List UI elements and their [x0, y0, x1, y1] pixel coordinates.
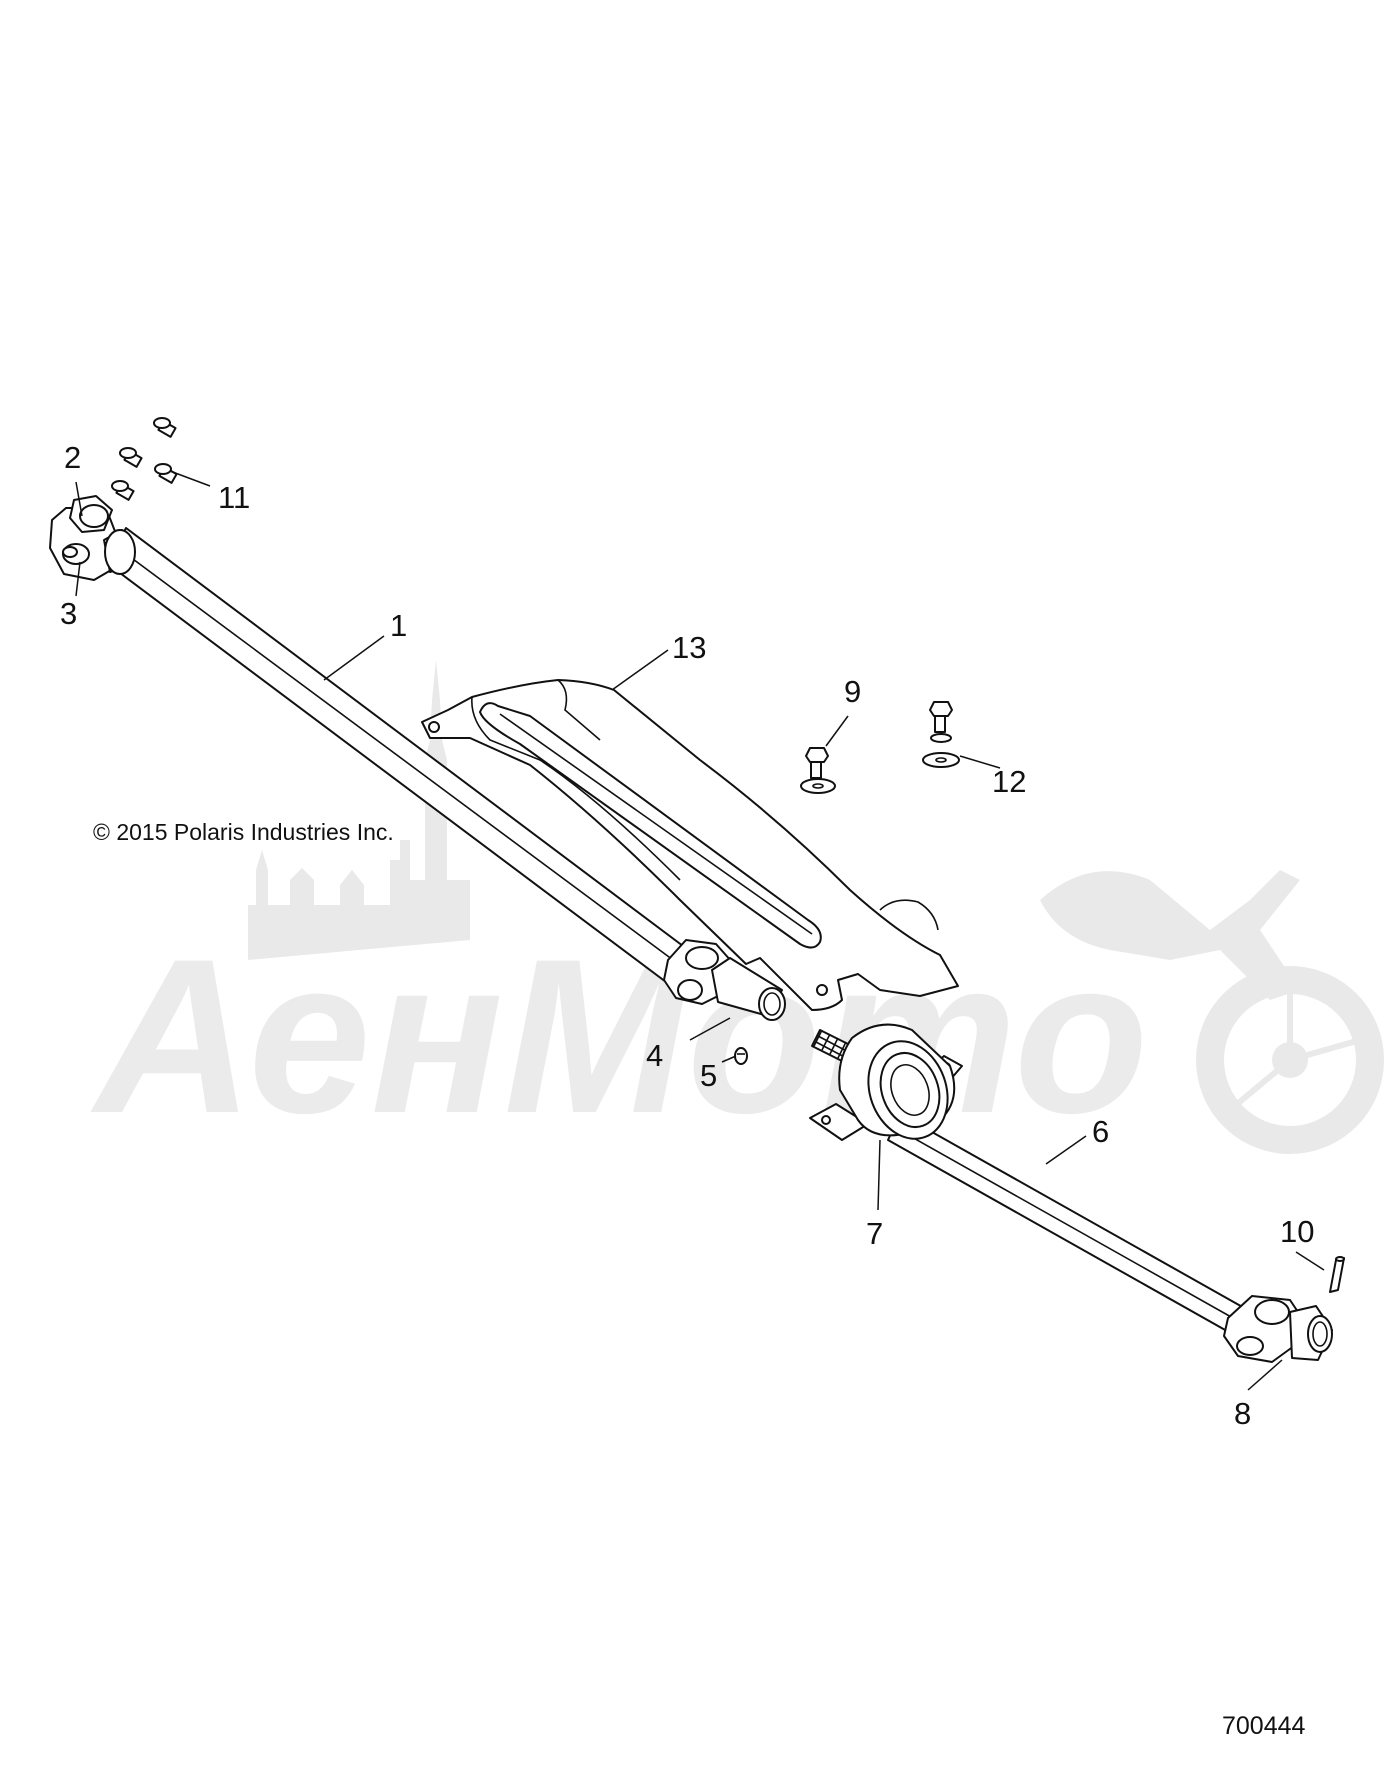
callout-10: 10 [1280, 1214, 1314, 1249]
watermark-motorcycle [1040, 870, 1384, 1154]
roll-pin [1329, 1256, 1345, 1293]
prop-shaft-front [49, 495, 786, 1021]
watermark-skyline [248, 660, 470, 960]
bolt [153, 417, 177, 438]
carrier-bearing [809, 1023, 963, 1141]
guard-fastener-9 [800, 747, 836, 794]
callout-4: 4 [646, 1038, 663, 1073]
callout-13: 13 [672, 630, 706, 665]
callout-2: 2 [64, 440, 81, 475]
callout-5: 5 [700, 1058, 717, 1093]
u-joint-front [49, 495, 136, 581]
grease-fitting [734, 1047, 748, 1065]
callout-11: 11 [218, 480, 250, 515]
callout-8: 8 [1234, 1396, 1251, 1431]
callout-7: 7 [866, 1216, 883, 1251]
bolt [111, 480, 135, 501]
callout-labels: 1 2 3 4 5 6 7 8 9 10 11 12 13 [60, 440, 1314, 1431]
watermark-logo: АенМото [90, 660, 1384, 1159]
callout-9: 9 [844, 674, 861, 709]
leader-lines [75, 470, 1325, 1391]
copyright-text: © 2015 Polaris Industries Inc. [93, 819, 394, 845]
callout-12: 12 [992, 764, 1026, 799]
diagram-reference-number: 700444 [1222, 1712, 1306, 1740]
u-joint-rear [1223, 1295, 1333, 1363]
guard-fastener-12 [922, 701, 960, 768]
watermark-text: АенМото [90, 913, 1148, 1159]
driveshaft-guard [421, 679, 959, 1011]
u-joint-center [663, 939, 786, 1021]
callout-1: 1 [390, 608, 407, 643]
callout-3: 3 [60, 596, 77, 631]
bolt [154, 463, 178, 484]
callout-6: 6 [1092, 1114, 1109, 1149]
bolt [119, 447, 143, 468]
flange-bolts [111, 417, 178, 501]
